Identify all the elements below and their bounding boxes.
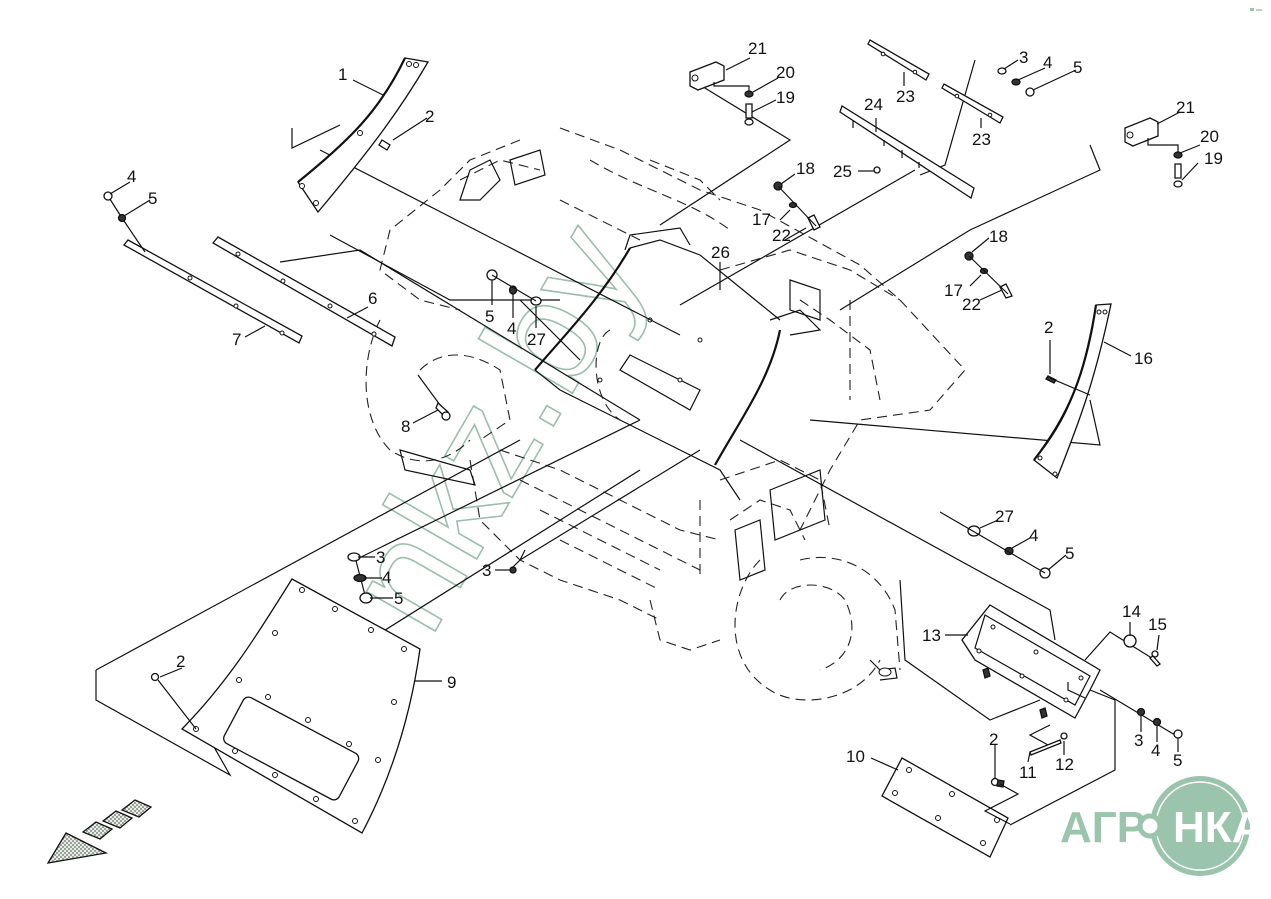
callout-4: 4	[1151, 741, 1160, 760]
callout-5: 5	[1065, 544, 1074, 563]
callout-9: 9	[447, 673, 456, 692]
callout-8: 8	[401, 417, 410, 436]
callout-12: 12	[1055, 755, 1074, 774]
callout-14: 14	[1122, 602, 1141, 621]
hardware-3-center	[509, 566, 517, 574]
direction-arrow-icon	[46, 799, 153, 864]
part-13-plate	[961, 604, 1101, 719]
hardware-5-4-27-left	[486, 269, 542, 306]
callout-4: 4	[127, 167, 136, 186]
callout-4: 4	[1043, 53, 1052, 72]
hardware-18-17-22-lower	[964, 251, 1013, 299]
hardware-18-17-22-upper	[773, 181, 821, 231]
part-21-bracket-left	[689, 61, 754, 126]
callout-23: 23	[896, 87, 915, 106]
callout-15: 15	[1148, 615, 1167, 634]
part-24-strip	[839, 105, 975, 200]
callout-13: 13	[922, 626, 941, 645]
callout-5: 5	[485, 307, 494, 326]
callout-19: 19	[1204, 149, 1223, 168]
callout-17: 17	[752, 210, 771, 229]
callout-5: 5	[1073, 58, 1082, 77]
callout-27: 27	[527, 330, 546, 349]
callout-labels: 1 2 4 5 7 6 5 4 27 8 21 20 19 23 24 23 3…	[127, 39, 1223, 782]
part-26-center-shield	[534, 227, 822, 501]
callout-4: 4	[1029, 526, 1038, 545]
callout-24: 24	[864, 95, 883, 114]
callout-23: 23	[972, 130, 991, 149]
callout-3: 3	[1019, 48, 1028, 67]
callout-2: 2	[1044, 318, 1053, 337]
callout-22: 22	[962, 295, 981, 314]
part-6-bar	[212, 236, 396, 347]
part-16-curved-strip	[1033, 303, 1112, 480]
callout-4: 4	[507, 319, 516, 338]
part-10-plate	[881, 757, 1020, 858]
part-1-curved-strip	[291, 57, 430, 214]
part-21-bracket-right	[1124, 117, 1183, 188]
callout-1: 1	[338, 65, 347, 84]
part-23-strip-b	[941, 83, 1004, 124]
callout-2: 2	[989, 730, 998, 749]
hardware-3-4-5-right	[1099, 689, 1183, 739]
callout-16: 16	[1134, 349, 1153, 368]
callout-20: 20	[1200, 127, 1219, 146]
callout-17: 17	[944, 281, 963, 300]
callout-27: 27	[995, 507, 1014, 526]
callout-5: 5	[1173, 751, 1182, 770]
hardware-3-4-5-stack-left	[347, 552, 373, 604]
callout-18: 18	[796, 159, 815, 178]
logo-circle-text: НКА	[1173, 803, 1263, 852]
callout-22: 22	[772, 226, 791, 245]
callout-18: 18	[989, 227, 1008, 246]
callout-7: 7	[232, 330, 241, 349]
callout-11: 11	[1019, 763, 1037, 782]
callout-3: 3	[482, 561, 491, 580]
callout-4: 4	[382, 568, 391, 587]
part-9-panel	[150, 578, 421, 834]
leader-lines	[95, 59, 1116, 826]
callout-2: 2	[176, 652, 185, 671]
part-7-bar	[123, 239, 303, 344]
callout-3: 3	[376, 548, 385, 567]
callout-6: 6	[368, 289, 377, 308]
callout-21: 21	[1176, 98, 1195, 117]
main-frame	[365, 127, 966, 701]
callout-19: 19	[776, 88, 795, 107]
callout-5: 5	[394, 589, 403, 608]
part-23-strip-a	[867, 39, 930, 81]
hardware-14-15	[1084, 631, 1161, 667]
corner-mark-icon	[1250, 8, 1262, 11]
hardware-11-12	[1028, 724, 1068, 756]
callout-25: 25	[833, 162, 852, 181]
callout-10: 10	[846, 747, 865, 766]
hardware-3-4-5-top	[997, 67, 1035, 97]
hardware-27-4-5-right	[939, 511, 1051, 579]
callout-5: 5	[148, 189, 157, 208]
agro-nka-logo: АГРО НКА	[1060, 776, 1263, 876]
callout-20: 20	[776, 63, 795, 82]
hardware-5-left	[117, 213, 127, 223]
callout-2: 2	[425, 107, 434, 126]
callout-26: 26	[711, 243, 730, 262]
part-8-bolt	[417, 374, 451, 421]
callout-3: 3	[1134, 731, 1143, 750]
callout-leaders	[109, 57, 1201, 778]
callout-21: 21	[748, 39, 767, 58]
part-25-pin	[858, 166, 881, 174]
